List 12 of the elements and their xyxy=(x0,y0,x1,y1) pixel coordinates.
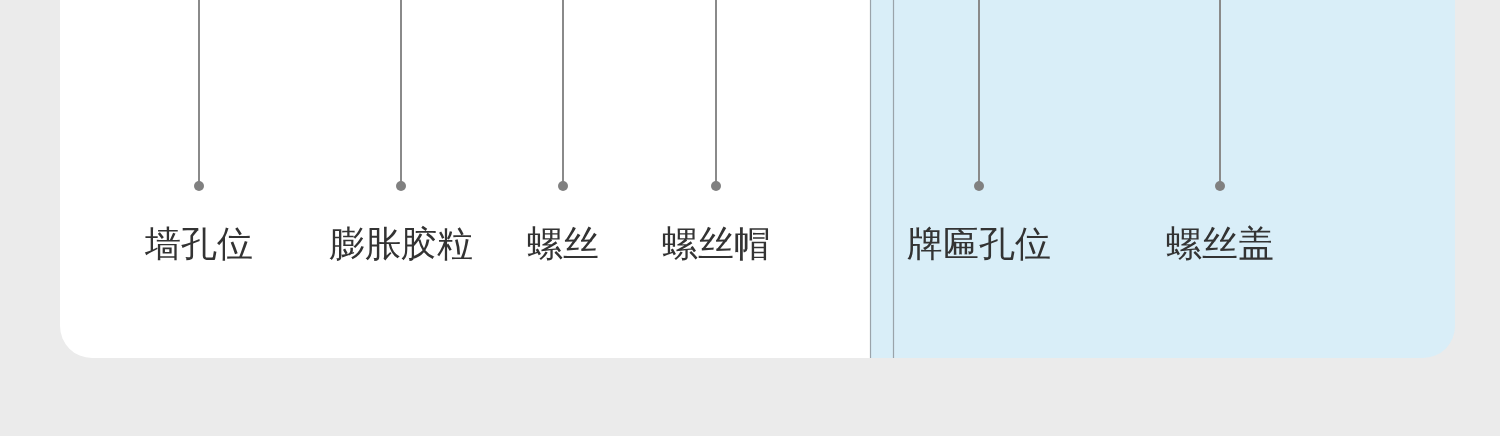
part-label: 墙孔位 xyxy=(145,223,253,264)
part-label: 螺丝帽 xyxy=(662,223,770,264)
leader-line xyxy=(194,0,204,191)
part-label: 牌匾孔位 xyxy=(907,223,1051,264)
part-label: 螺丝盖 xyxy=(1166,223,1274,264)
leader-line xyxy=(1215,0,1225,191)
leader-line xyxy=(711,0,721,191)
leader-line xyxy=(974,0,984,191)
leader-line xyxy=(396,0,406,191)
leader-line xyxy=(558,0,568,191)
part-label: 膨胀胶粒 xyxy=(329,223,473,264)
part-label: 螺丝 xyxy=(527,223,599,264)
